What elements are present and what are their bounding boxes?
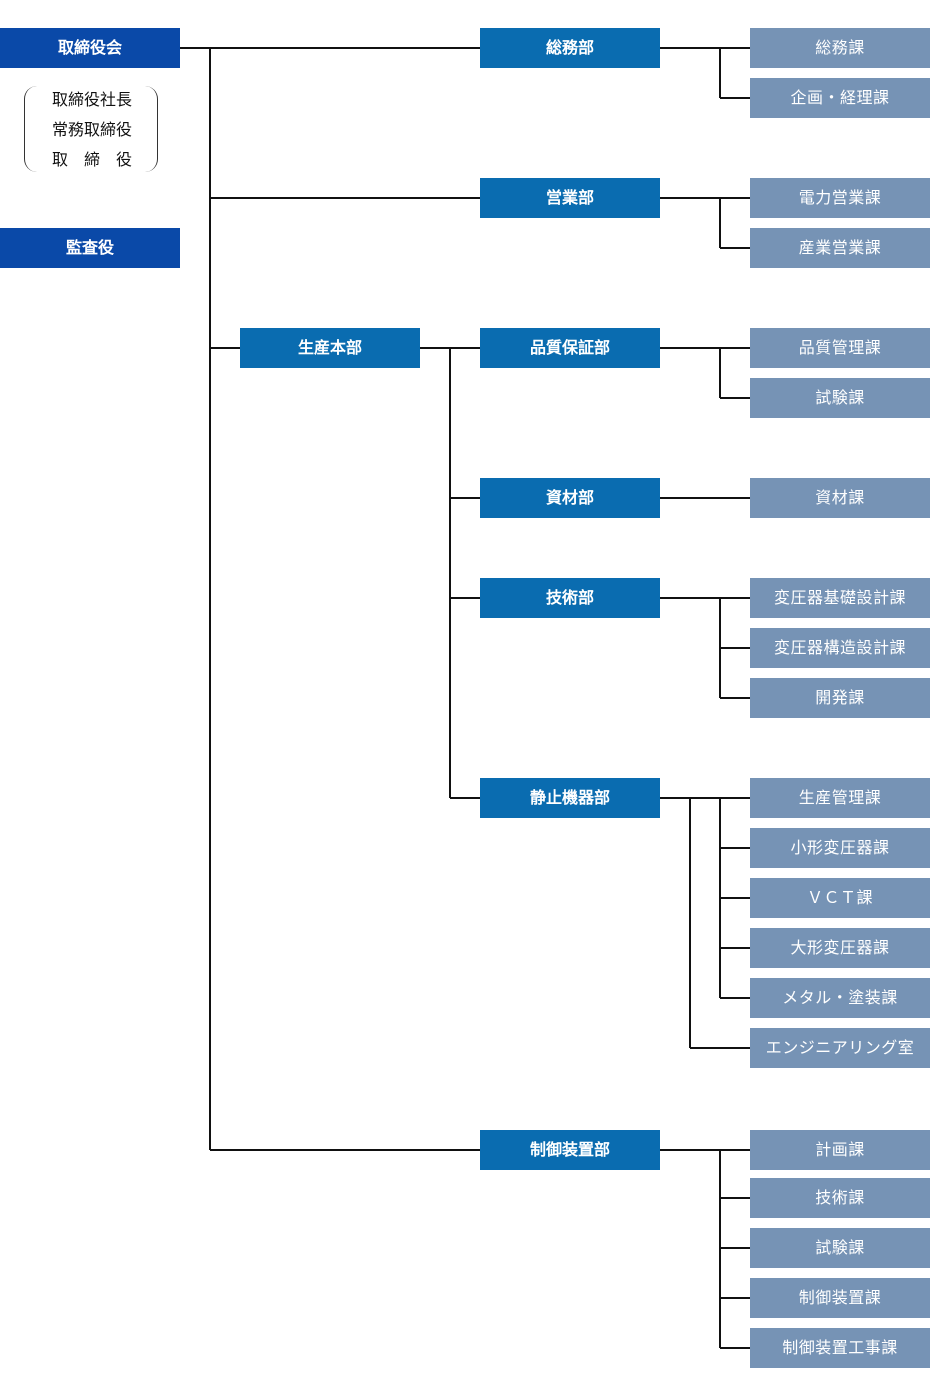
dept-materials: 資材部 [480,478,660,518]
auditor-box: 監査役 [0,228,180,268]
section-box: 企画・経理課 [750,78,930,118]
dept-static-equipment: 静止機器部 [480,778,660,818]
section-box: メタル・塗装課 [750,978,930,1018]
member-director: 取 締 役 [51,150,132,169]
board-box: 取締役会 [0,28,180,68]
section-box: ＶＣＴ課 [750,878,930,918]
section-box: 総務課 [750,28,930,68]
member-president: 取締役社長 [51,90,132,109]
section-box: 試験課 [750,378,930,418]
section-box: 制御装置課 [750,1278,930,1318]
section-box: 変圧器基礎設計課 [750,578,930,618]
section-box: 変圧器構造設計課 [750,628,930,668]
section-box: 技術課 [750,1178,930,1218]
dept-sales: 営業部 [480,178,660,218]
board-members: 取締役社長 常務取締役 取 締 役 [24,86,158,172]
section-box: 開発課 [750,678,930,718]
dept-technology: 技術部 [480,578,660,618]
section-box: 品質管理課 [750,328,930,368]
section-box: 産業営業課 [750,228,930,268]
dept-general-affairs: 総務部 [480,28,660,68]
section-box: 計画課 [750,1130,930,1170]
section-box: 資材課 [750,478,930,518]
section-box: 大形変圧器課 [750,928,930,968]
left-bracket [24,86,37,172]
section-box: 小形変圧器課 [750,828,930,868]
dept-control-equipment: 制御装置部 [480,1130,660,1170]
section-box: 制御装置工事課 [750,1328,930,1368]
dept-quality: 品質保証部 [480,328,660,368]
member-managing-director: 常務取締役 [51,120,132,139]
production-hq-box: 生産本部 [240,328,420,368]
section-box: 試験課 [750,1228,930,1268]
section-box: エンジニアリング室 [750,1028,930,1068]
section-box: 生産管理課 [750,778,930,818]
section-box: 電力営業課 [750,178,930,218]
right-bracket [145,86,158,172]
